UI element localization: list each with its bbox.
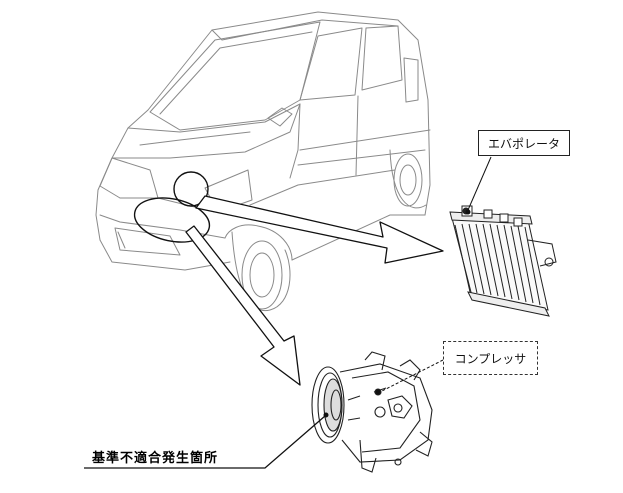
arrow-to-evaporator — [195, 195, 444, 264]
car-illustration — [95, 11, 431, 312]
evaporator-illustration — [449, 205, 557, 317]
compressor-label: コンプレッサ — [443, 341, 538, 375]
evaporator-label: エバポレータ — [478, 130, 570, 156]
arrow-to-compressor — [185, 225, 301, 386]
defect-leader-line — [84, 415, 326, 469]
compressor-leader-line — [379, 359, 444, 393]
defect-location-label: 基準不適合発生箇所 — [92, 451, 219, 466]
compressor-illustration — [311, 351, 433, 473]
evaporator-leader-line — [467, 156, 492, 211]
evaporator-location-ellipse — [173, 171, 209, 207]
defect-leader-dot — [323, 412, 329, 418]
compressor-location-ellipse — [133, 197, 211, 243]
evaporator-leader-dot — [465, 209, 471, 215]
